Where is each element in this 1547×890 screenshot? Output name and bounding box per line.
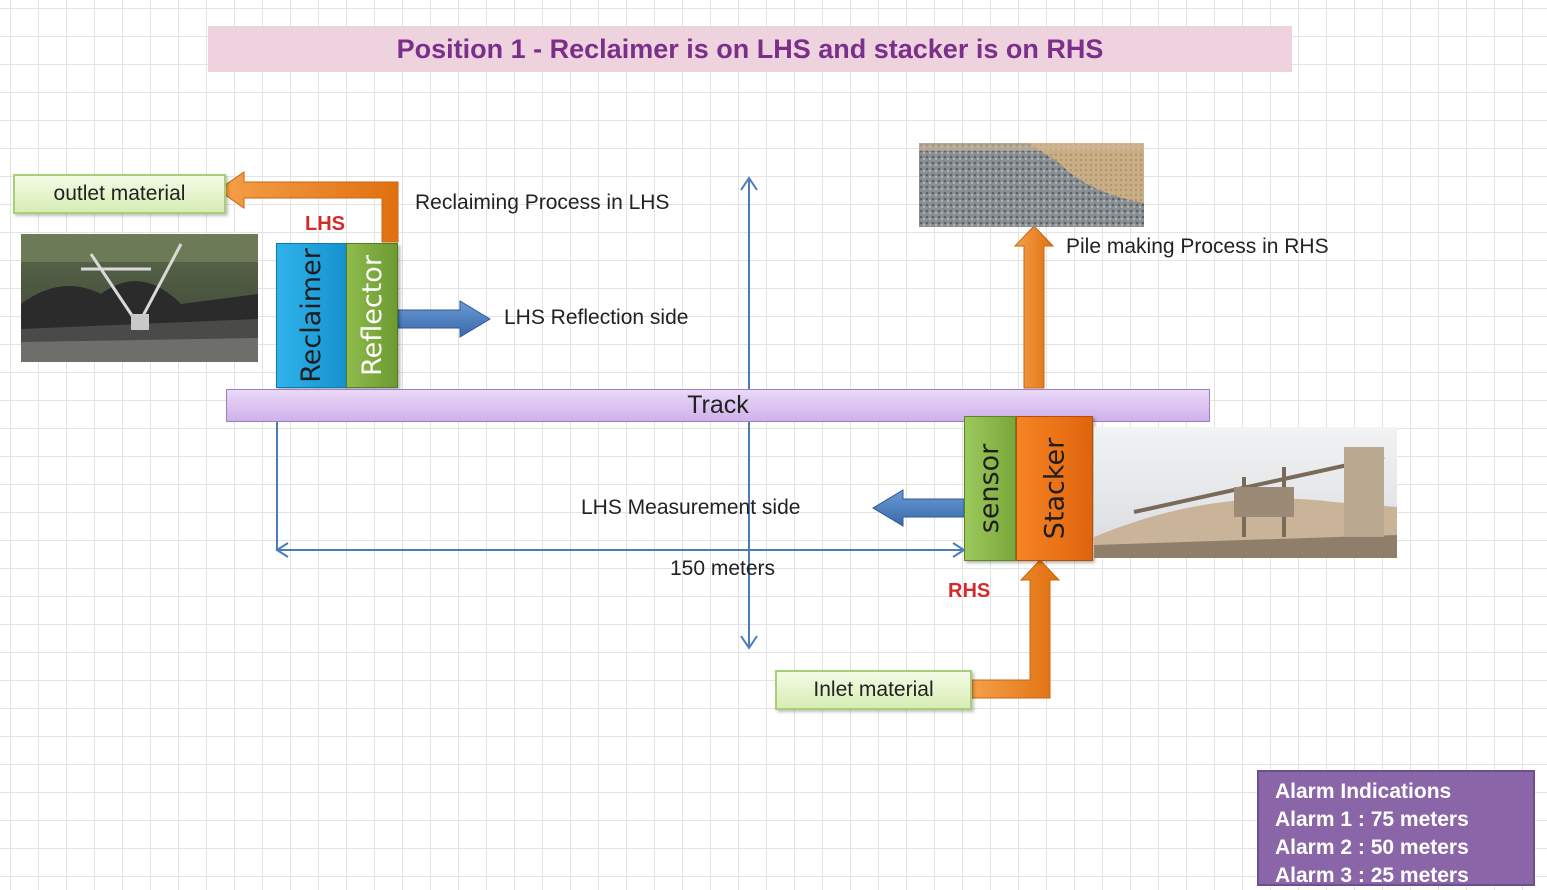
stacker-photo bbox=[1094, 427, 1397, 558]
reflector-block: Reflector bbox=[346, 243, 398, 388]
sensor-block: sensor bbox=[964, 416, 1016, 561]
reclaimer-block: Reclaimer bbox=[276, 243, 347, 388]
lhs-label: LHS bbox=[305, 213, 345, 235]
pile-arrow bbox=[1013, 225, 1055, 389]
inlet-material-label: Inlet material bbox=[813, 678, 934, 701]
alarm-indications-box: Alarm Indications Alarm 1 : 75 meters Al… bbox=[1257, 770, 1535, 887]
pile-making-label: Pile making Process in RHS bbox=[1066, 235, 1329, 258]
pile-photo bbox=[919, 143, 1144, 227]
alarm-2: Alarm 2 : 50 meters bbox=[1275, 836, 1469, 859]
outlet-material-box: outlet material bbox=[13, 174, 226, 214]
reflection-side-label: LHS Reflection side bbox=[504, 306, 689, 329]
reclaimer-label: Reclaimer bbox=[296, 248, 328, 383]
distance-dimension bbox=[275, 404, 966, 558]
alarm-1: Alarm 1 : 75 meters bbox=[1275, 808, 1469, 831]
outlet-arrow bbox=[217, 171, 399, 243]
reflector-label: Reflector bbox=[356, 255, 388, 376]
sensor-label: sensor bbox=[974, 443, 1006, 534]
distance-label: 150 meters bbox=[670, 557, 776, 580]
alarm-3: Alarm 3 : 25 meters bbox=[1275, 864, 1469, 887]
reflection-arrow bbox=[397, 300, 491, 338]
measurement-side-label: LHS Measurement side bbox=[581, 496, 801, 519]
reclaimer-photo-image bbox=[21, 234, 258, 362]
measurement-arrow bbox=[872, 489, 965, 527]
track-label: Track bbox=[687, 391, 749, 419]
diagram-title: Position 1 - Reclaimer is on LHS and sta… bbox=[396, 33, 1104, 64]
inlet-material-box: Inlet material bbox=[775, 670, 972, 710]
reclaiming-process-label: Reclaiming Process in LHS bbox=[415, 191, 670, 214]
stacker-label: Stacker bbox=[1039, 437, 1071, 540]
title-banner: Position 1 - Reclaimer is on LHS and sta… bbox=[208, 26, 1292, 72]
reclaimer-photo bbox=[21, 234, 258, 362]
rhs-label: RHS bbox=[948, 580, 991, 602]
inlet-arrow bbox=[971, 559, 1061, 699]
pile-photo-image bbox=[919, 143, 1144, 227]
stacker-block: Stacker bbox=[1016, 416, 1093, 561]
alarm-heading: Alarm Indications bbox=[1275, 780, 1452, 803]
stacker-photo-image bbox=[1094, 427, 1397, 558]
outlet-material-label: outlet material bbox=[53, 182, 186, 205]
